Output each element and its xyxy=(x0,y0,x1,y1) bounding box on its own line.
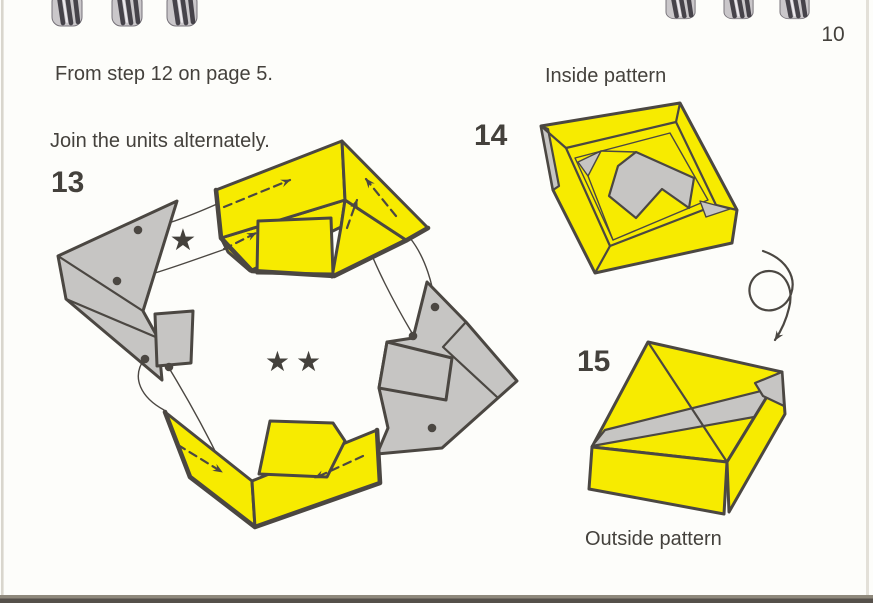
join-units-note: Join the units alternately. xyxy=(50,130,270,152)
join-point-dots xyxy=(408,302,440,433)
thick-bottom-edge xyxy=(213,187,431,279)
insert-direction-arrows xyxy=(222,177,398,251)
step-14-open-box-diagram xyxy=(539,101,739,275)
thick-bottom-edge xyxy=(162,409,383,530)
yellow-unit-bottom-left-wing xyxy=(163,410,257,529)
spiral-coil-icon xyxy=(111,0,143,27)
step-14-number: 14 xyxy=(474,119,508,152)
step-13-assembly-diagram: ★ ★★ xyxy=(56,139,519,530)
turn-over-arrow-icon xyxy=(748,249,794,342)
box-left-wall-sliver xyxy=(539,124,561,192)
spiral-coil-icon xyxy=(723,0,754,20)
yellow-unit-top xyxy=(213,139,431,279)
spiral-coil-icon xyxy=(166,0,198,27)
join-point-dots xyxy=(112,225,174,372)
fold-lines xyxy=(56,254,160,340)
from-step-note: From step 12 on page 5. xyxy=(55,63,273,85)
insert-arrow xyxy=(364,177,398,218)
step-13-number: 13 xyxy=(51,166,84,199)
inside-pattern-caption: Inside pattern xyxy=(545,65,666,87)
insert-arrow xyxy=(345,198,359,230)
tucked-flap-diagonal xyxy=(646,340,729,464)
box-floor-edge xyxy=(574,132,709,241)
spiral-coil-icon xyxy=(779,0,810,20)
fold-lines xyxy=(441,320,499,399)
gray-unit-right-flap xyxy=(377,340,454,402)
gray-unit-left-flap xyxy=(153,309,195,368)
spiral-binding-left xyxy=(51,0,198,27)
spiral-coil-icon xyxy=(51,0,83,27)
insert-arrow xyxy=(222,231,258,251)
yellow-unit-bottom-square-flap xyxy=(257,419,347,479)
single-star-marker: ★ xyxy=(170,223,197,258)
inside-fold-lines xyxy=(587,150,637,241)
yellow-unit-bottom xyxy=(162,409,383,530)
gray-unit-right xyxy=(375,280,519,456)
yellow-unit-top-square-flap xyxy=(255,216,335,276)
spiral-binding-right xyxy=(665,0,810,20)
inside-gray-triangle-right xyxy=(699,200,731,218)
insert-direction-arrows xyxy=(176,443,365,480)
insert-arrow xyxy=(176,443,224,474)
step-15-closed-box-diagram xyxy=(587,340,787,516)
gray-unit-left xyxy=(56,199,195,382)
page-number: 10 xyxy=(821,23,844,46)
inside-gray-chevron-pattern xyxy=(607,150,696,220)
gray-band-edge-wrap xyxy=(753,370,786,408)
step-15-number: 15 xyxy=(577,345,610,378)
spiral-coil-icon xyxy=(665,0,696,20)
insert-arrow xyxy=(222,178,292,209)
box-front-left-face xyxy=(587,445,729,516)
double-star-marker: ★★ xyxy=(265,345,327,378)
outside-pattern-caption: Outside pattern xyxy=(585,528,722,550)
insert-arrow xyxy=(313,454,365,480)
box-corner-folds xyxy=(539,101,739,275)
inside-gray-triangle-left xyxy=(577,150,602,177)
